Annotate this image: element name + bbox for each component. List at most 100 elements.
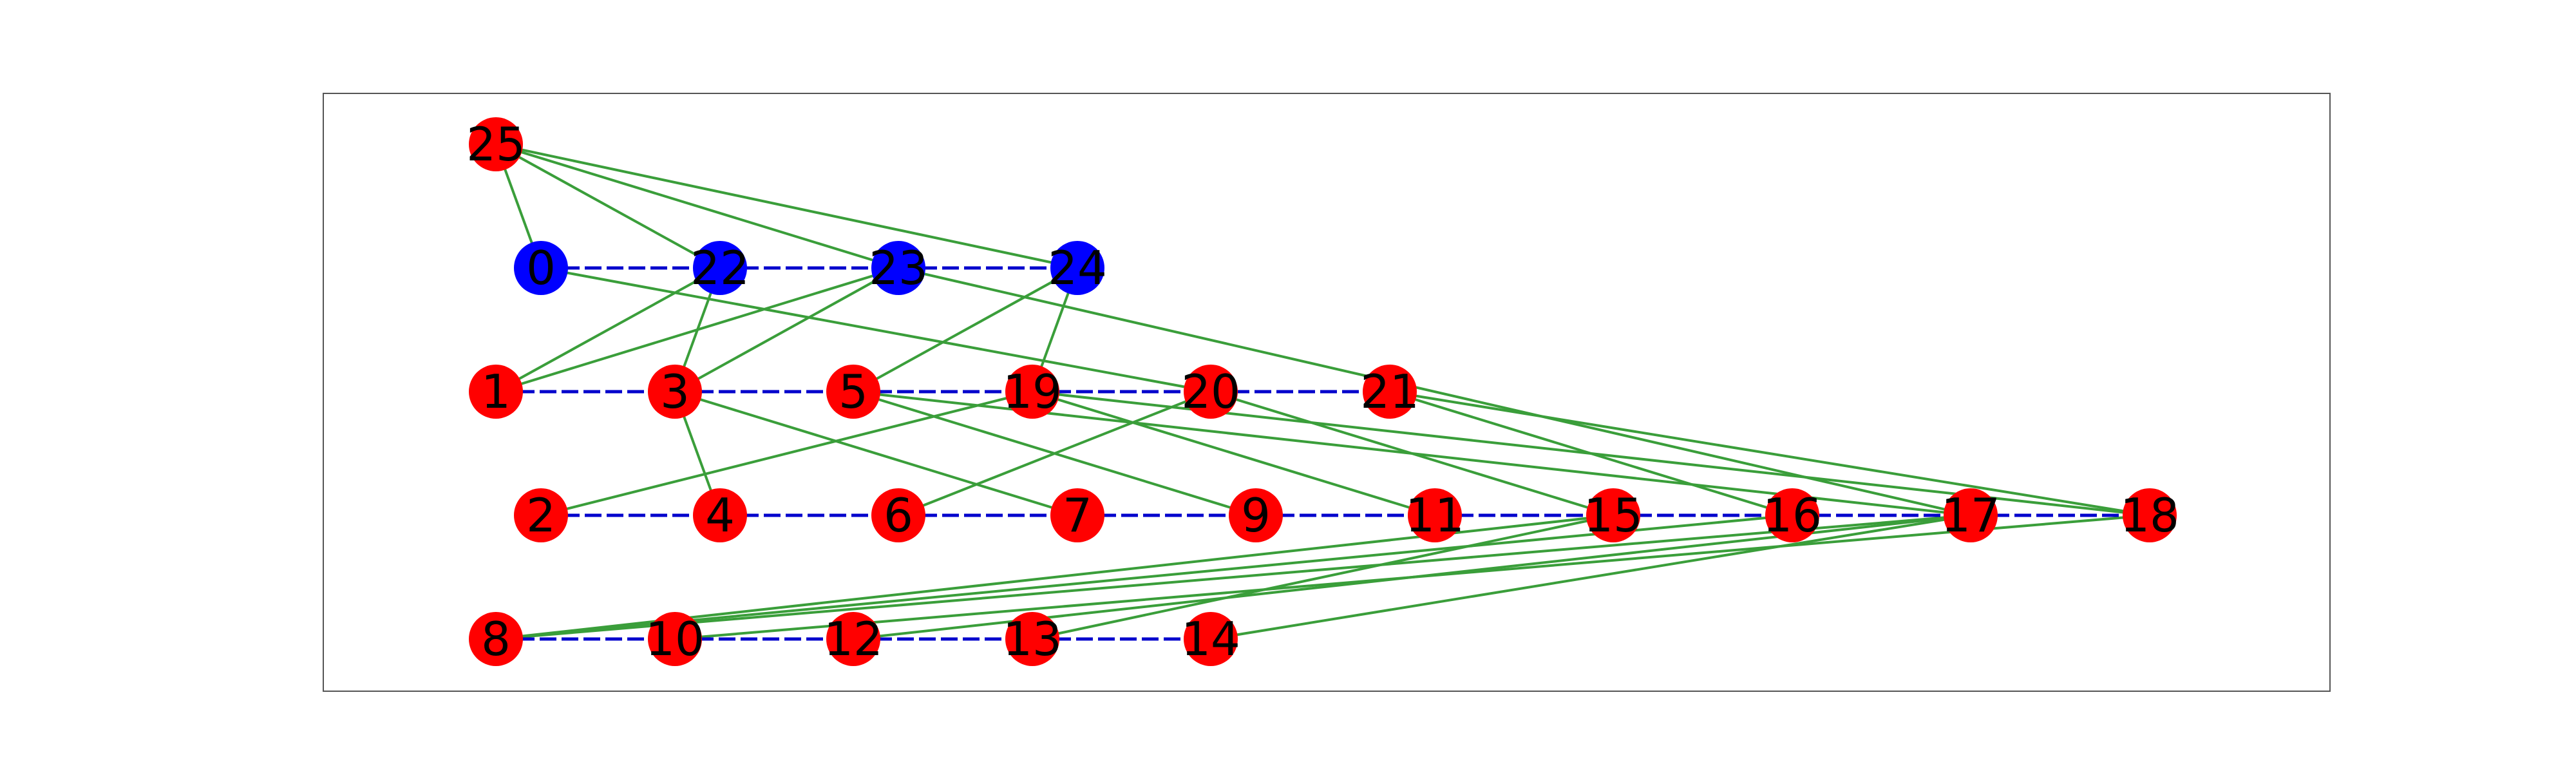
node-label: 24 — [1048, 241, 1107, 295]
node-circle — [693, 241, 747, 295]
node-circle — [871, 488, 925, 542]
node-circle — [693, 488, 747, 542]
node-label: 6 — [884, 488, 913, 542]
node-10: 10 — [645, 612, 705, 666]
node-label: 1 — [481, 365, 511, 419]
node-8: 8 — [469, 612, 523, 666]
node-circle — [1229, 488, 1283, 542]
edge-20-15 — [1210, 390, 1614, 517]
edge-22-1 — [495, 267, 721, 393]
edge-25-22 — [495, 143, 721, 269]
cross-edges-layer — [495, 143, 2150, 640]
node-circle — [1586, 488, 1640, 542]
node-label: 21 — [1360, 365, 1419, 419]
node-1: 1 — [469, 365, 523, 419]
node-label: 0 — [526, 241, 556, 295]
node-label: 14 — [1181, 612, 1240, 666]
node-23: 23 — [869, 241, 928, 295]
node-label: 10 — [645, 612, 705, 666]
node-3: 3 — [648, 365, 702, 419]
node-circle — [1005, 365, 1059, 419]
node-24: 24 — [1048, 241, 1107, 295]
edge-23-17 — [898, 267, 1971, 517]
node-9: 9 — [1229, 488, 1283, 542]
node-label: 12 — [824, 612, 883, 666]
edge-21-16 — [1389, 390, 1793, 517]
node-circle — [469, 612, 523, 666]
node-17: 17 — [1941, 488, 2000, 542]
edge-20-6 — [898, 390, 1211, 517]
edge-23-3 — [674, 267, 899, 393]
edge-8-16 — [495, 514, 1793, 640]
node-label: 4 — [705, 488, 735, 542]
node-circle — [514, 488, 568, 542]
node-circle — [1765, 488, 1819, 542]
node-18: 18 — [2120, 488, 2179, 542]
node-11: 11 — [1405, 488, 1464, 542]
node-label: 13 — [1003, 612, 1062, 666]
node-label: 7 — [1063, 488, 1092, 542]
node-circle — [1363, 365, 1417, 419]
node-7: 7 — [1050, 488, 1104, 542]
chain-edges-layer — [496, 266, 2150, 641]
node-0: 0 — [514, 241, 568, 295]
edge-19-11 — [1032, 390, 1435, 517]
node-label: 19 — [1003, 365, 1062, 419]
node-6: 6 — [871, 488, 925, 542]
node-label: 3 — [660, 365, 690, 419]
node-label: 20 — [1181, 365, 1240, 419]
node-circle — [514, 241, 568, 295]
node-label: 2 — [526, 488, 556, 542]
node-circle — [1005, 612, 1059, 666]
node-circle — [826, 365, 880, 419]
node-13: 13 — [1003, 612, 1062, 666]
edge-24-5 — [853, 267, 1078, 393]
edge-14-17 — [1210, 514, 1971, 640]
edge-8-17 — [495, 514, 1971, 640]
node-label: 23 — [869, 241, 928, 295]
node-2: 2 — [514, 488, 568, 542]
edge-3-7 — [674, 390, 1078, 517]
node-circle — [648, 612, 702, 666]
edge-23-1 — [495, 267, 899, 393]
node-label: 17 — [1941, 488, 2000, 542]
edge-13-15 — [1032, 514, 1614, 640]
node-15: 15 — [1584, 488, 1643, 542]
node-25: 25 — [466, 117, 526, 171]
node-label: 9 — [1241, 488, 1271, 542]
node-22: 22 — [690, 241, 750, 295]
node-4: 4 — [693, 488, 747, 542]
node-circle — [1050, 241, 1104, 295]
node-circle — [1184, 365, 1238, 419]
node-circle — [1184, 612, 1238, 666]
node-label: 5 — [838, 365, 868, 419]
edge-21-18 — [1389, 390, 2150, 517]
node-5: 5 — [826, 365, 880, 419]
node-label: 8 — [481, 612, 511, 666]
node-label: 11 — [1405, 488, 1464, 542]
node-circle — [469, 117, 523, 171]
edge-19-2 — [540, 390, 1033, 517]
node-circle — [648, 365, 702, 419]
node-label: 18 — [2120, 488, 2179, 542]
node-circle — [871, 241, 925, 295]
node-circle — [826, 612, 880, 666]
node-label: 22 — [690, 241, 750, 295]
edge-0-20 — [540, 267, 1211, 393]
node-19: 19 — [1003, 365, 1062, 419]
edge-25-24 — [495, 143, 1078, 269]
node-14: 14 — [1181, 612, 1240, 666]
node-21: 21 — [1360, 365, 1419, 419]
node-label: 15 — [1584, 488, 1643, 542]
node-label: 16 — [1763, 488, 1822, 542]
node-20: 20 — [1181, 365, 1240, 419]
node-16: 16 — [1763, 488, 1822, 542]
edge-25-23 — [495, 143, 899, 269]
node-circle — [1408, 488, 1462, 542]
node-circle — [1944, 488, 1998, 542]
node-circle — [2123, 488, 2177, 542]
node-label: 25 — [466, 117, 526, 171]
node-circle — [469, 365, 523, 419]
